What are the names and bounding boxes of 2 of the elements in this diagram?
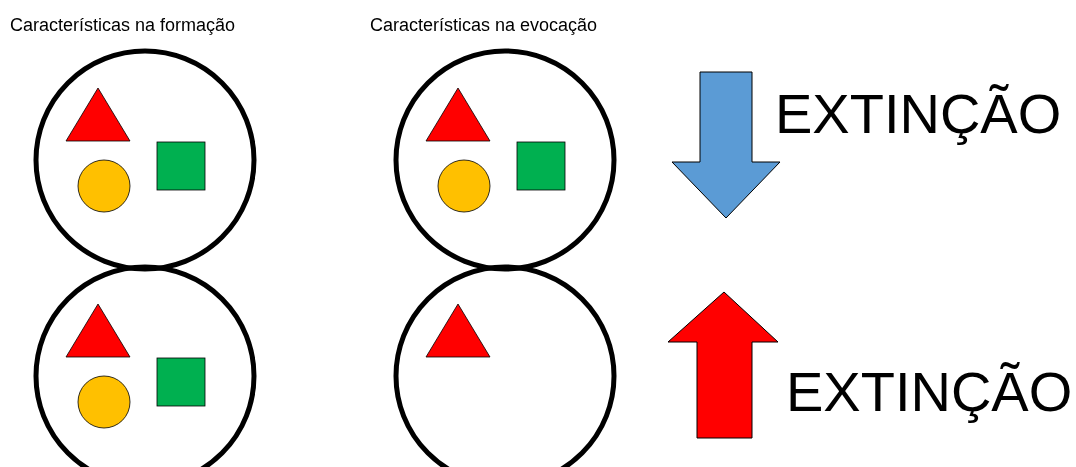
heading-text: Características na formação	[10, 16, 236, 34]
heading-text: Características na evocação	[370, 16, 598, 34]
